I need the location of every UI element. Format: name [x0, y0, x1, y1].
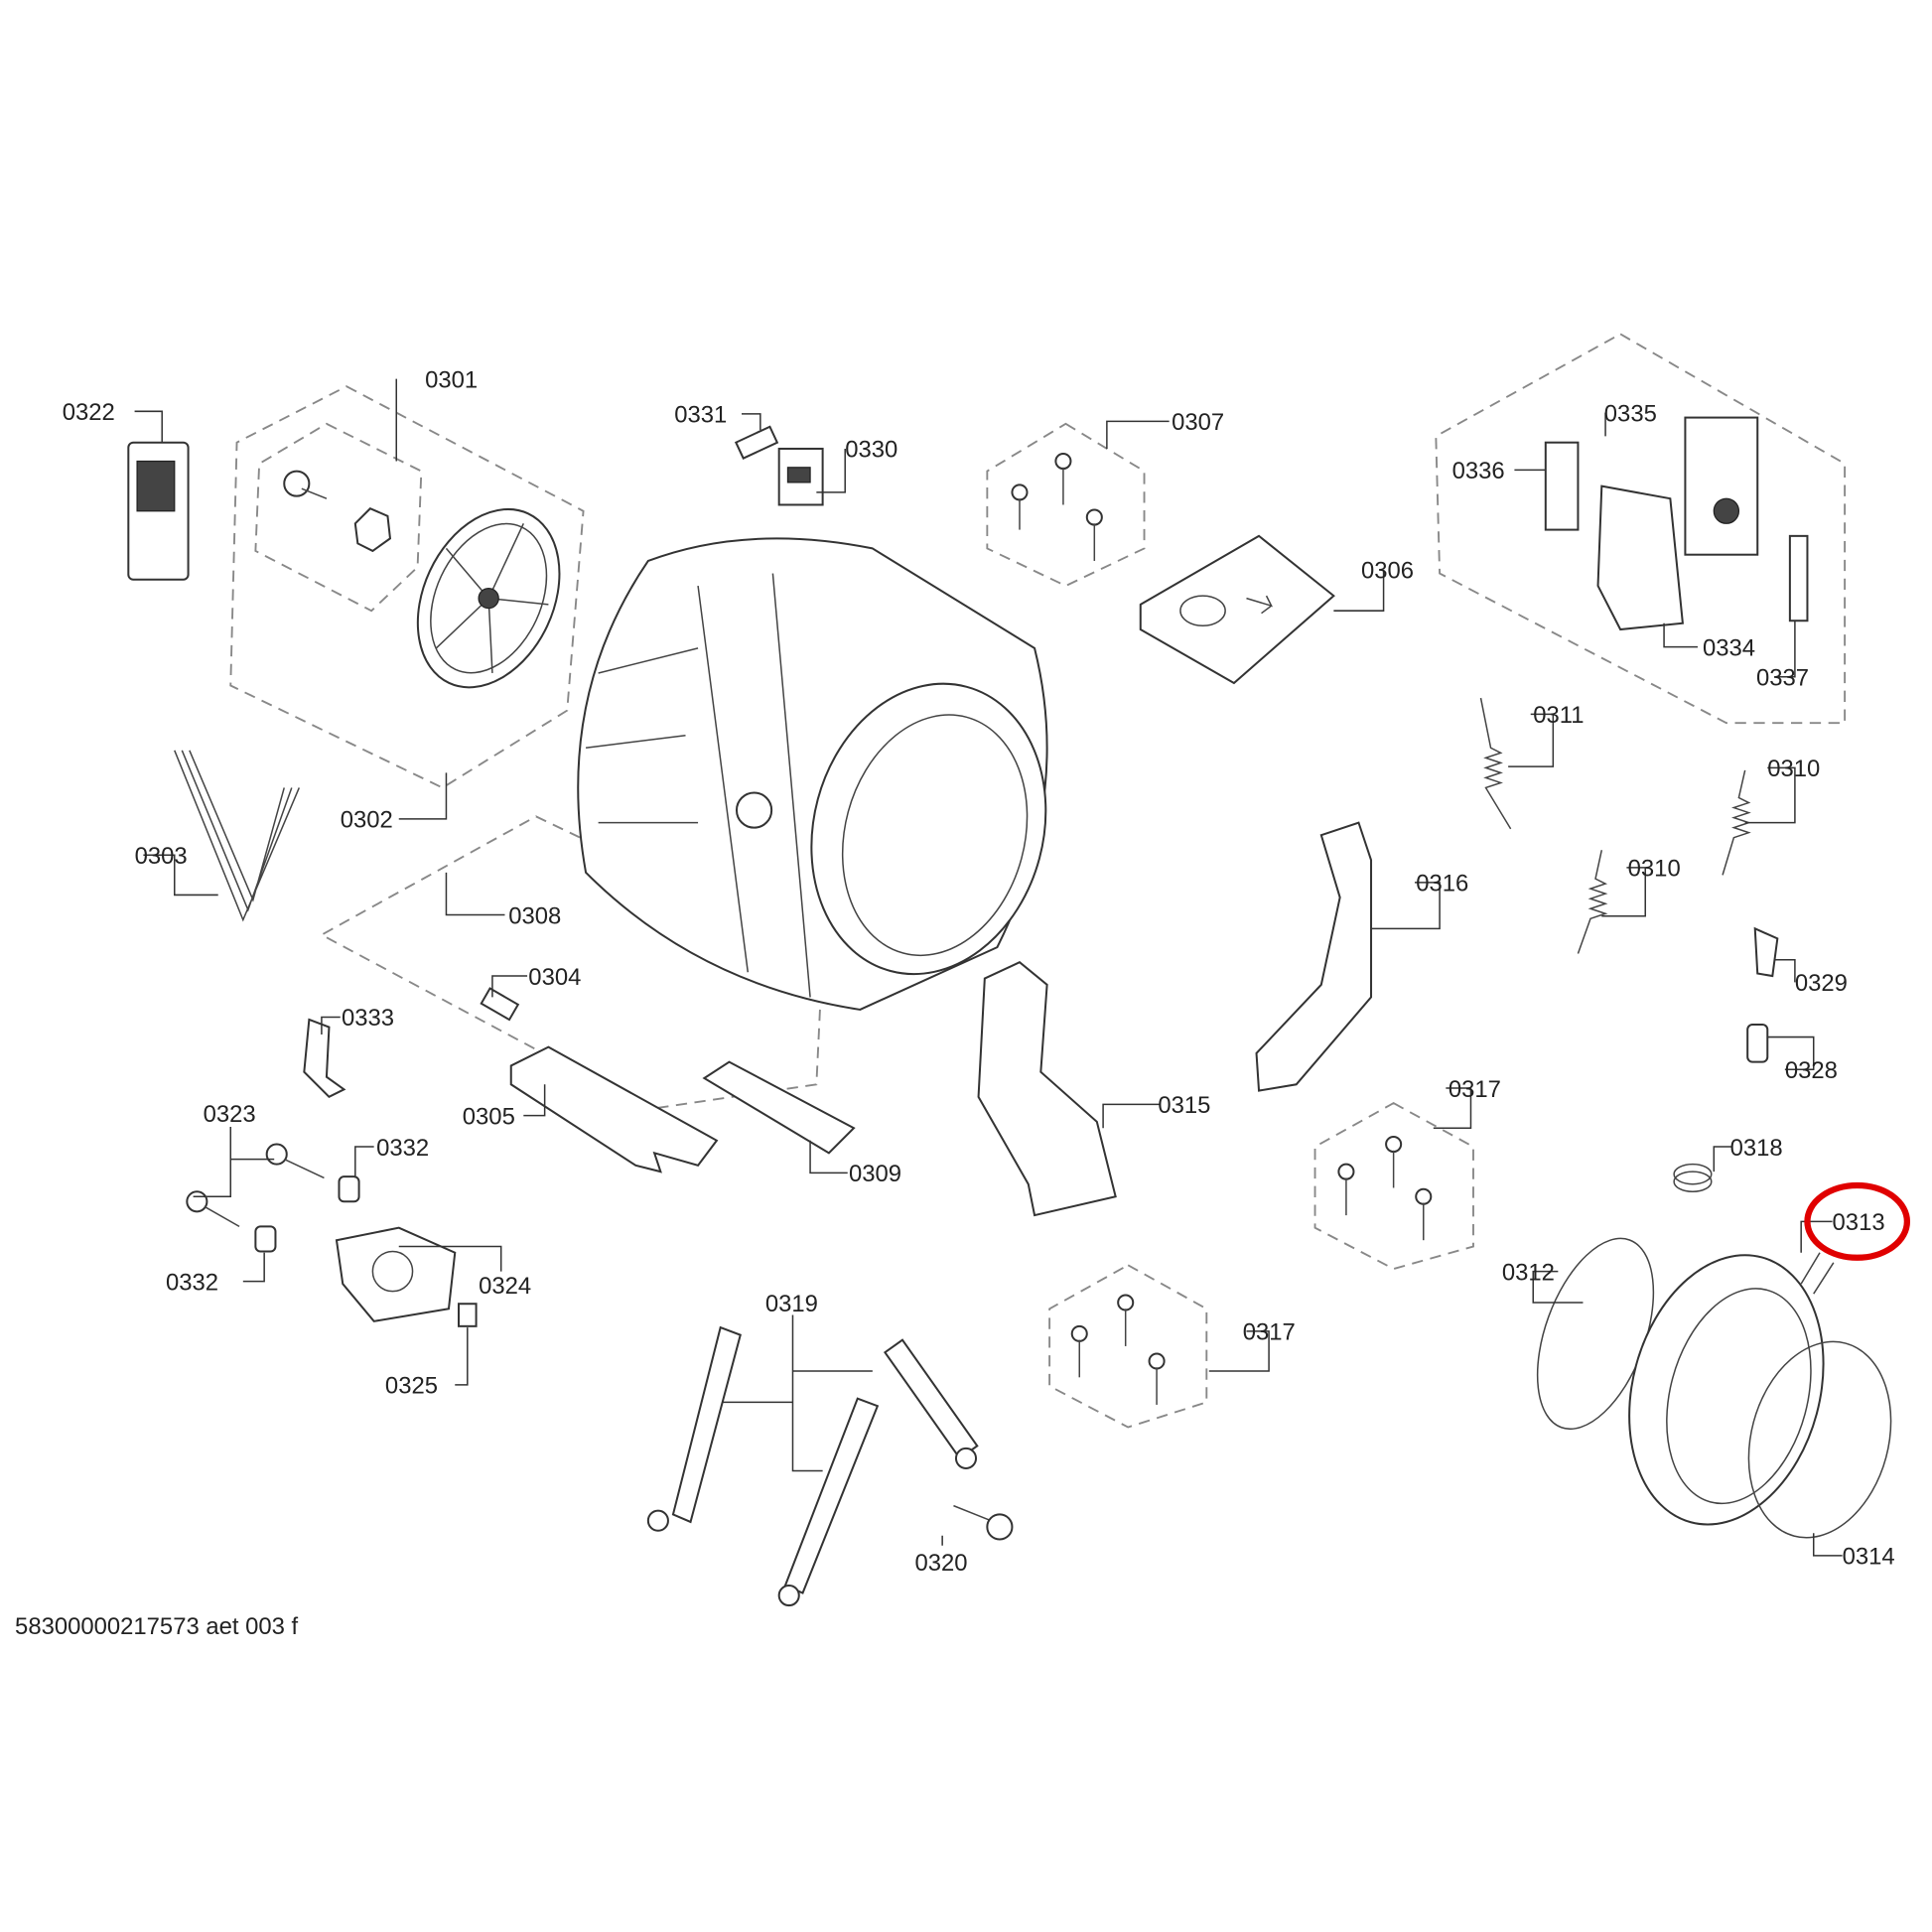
part-0337[interactable]: [1788, 534, 1809, 622]
part-0314-ring[interactable]: [1727, 1325, 1911, 1554]
label-0312[interactable]: 0312: [1502, 1259, 1555, 1286]
highlight-circle: [1804, 1181, 1911, 1261]
part-0310-spring-b[interactable]: [1577, 850, 1608, 954]
part-0309-paddle[interactable]: [702, 1060, 856, 1155]
label-0310[interactable]: 0310: [1628, 856, 1681, 883]
part-0336[interactable]: [1544, 441, 1580, 531]
label-0332[interactable]: 0332: [376, 1135, 429, 1162]
label-0304[interactable]: 0304: [528, 964, 581, 991]
part-0307-screws[interactable]: [1011, 452, 1103, 561]
part-0311-spring[interactable]: [1479, 697, 1512, 830]
part-0303-belt[interactable]: [174, 750, 301, 922]
label-0316[interactable]: 0316: [1416, 871, 1468, 897]
part-0333[interactable]: [303, 1018, 346, 1099]
label-0331[interactable]: 0331: [674, 402, 727, 429]
label-0302[interactable]: 0302: [341, 807, 393, 834]
group-0317-b: [1048, 1264, 1208, 1429]
part-0332-caps[interactable]: [254, 1175, 360, 1253]
label-0305[interactable]: 0305: [463, 1103, 515, 1130]
label-0307[interactable]: 0307: [1172, 409, 1224, 436]
part-0335-module[interactable]: [1684, 416, 1759, 556]
label-0336[interactable]: 0336: [1452, 458, 1505, 484]
label-0329[interactable]: 0329: [1795, 970, 1848, 997]
part-0301-bolt[interactable]: [283, 470, 392, 553]
part-0317-screws-a[interactable]: [1337, 1135, 1433, 1241]
group-0307: [986, 422, 1146, 588]
part-0310-spring-a[interactable]: [1722, 769, 1751, 876]
part-0324-pump[interactable]: [335, 1226, 457, 1322]
label-0303[interactable]: 0303: [135, 843, 188, 870]
part-0318-clamp[interactable]: [1673, 1163, 1713, 1192]
part-0315-bracket[interactable]: [977, 961, 1117, 1217]
part-0322-door-lock[interactable]: [127, 441, 190, 581]
label-0314[interactable]: 0314: [1843, 1544, 1895, 1571]
label-0317[interactable]: 0317: [1449, 1076, 1501, 1103]
group-0301: [229, 385, 585, 789]
label-0332[interactable]: 0332: [166, 1269, 218, 1296]
part-0317-screws-b[interactable]: [1070, 1294, 1166, 1405]
part-0323-pins[interactable]: [186, 1143, 325, 1228]
label-0320[interactable]: 0320: [915, 1550, 968, 1577]
part-0305-heater[interactable]: [509, 1045, 719, 1173]
label-0306[interactable]: 0306: [1361, 558, 1414, 585]
label-0315[interactable]: 0315: [1158, 1092, 1210, 1119]
part-0325[interactable]: [458, 1303, 478, 1327]
label-0328[interactable]: 0328: [1785, 1057, 1838, 1084]
label-0318[interactable]: 0318: [1730, 1135, 1783, 1162]
label-0319[interactable]: 0319: [765, 1291, 818, 1317]
label-0330[interactable]: 0330: [845, 437, 897, 464]
label-0309[interactable]: 0309: [849, 1161, 901, 1187]
label-0322[interactable]: 0322: [63, 399, 115, 426]
label-0335[interactable]: 0335: [1604, 400, 1657, 427]
part-0320-screw[interactable]: [953, 1504, 1014, 1541]
part-0302-pulley[interactable]: [390, 486, 587, 711]
part-0313-door-seal[interactable]: [1600, 1233, 1852, 1547]
part-0329[interactable]: [1753, 926, 1779, 978]
label-0311[interactable]: 0311: [1533, 702, 1584, 729]
group-0301-inner: [254, 422, 423, 613]
label-0333[interactable]: 0333: [342, 1005, 394, 1032]
label-0334[interactable]: 0334: [1703, 634, 1755, 661]
label-0313[interactable]: 0313: [1833, 1209, 1885, 1236]
label-0337[interactable]: 0337: [1756, 665, 1809, 692]
label-0308[interactable]: 0308: [508, 902, 561, 929]
part-0328[interactable]: [1746, 1024, 1769, 1063]
part-tub-drum[interactable]: [577, 537, 1077, 1011]
part-0330[interactable]: [777, 447, 824, 506]
part-0306-cover[interactable]: [1139, 534, 1335, 685]
part-0319-shocks[interactable]: [646, 1325, 979, 1607]
label-0325[interactable]: 0325: [385, 1373, 438, 1400]
diagram-code: 58300000217573 aet 003 f: [15, 1613, 298, 1640]
part-0316-bracket[interactable]: [1255, 821, 1373, 1092]
part-0334[interactable]: [1596, 484, 1685, 631]
label-0317[interactable]: 0317: [1243, 1319, 1296, 1346]
label-0323[interactable]: 0323: [204, 1101, 256, 1128]
part-0304[interactable]: [480, 987, 520, 1022]
group-0335: [1435, 333, 1847, 725]
label-0310[interactable]: 0310: [1767, 756, 1820, 782]
label-0301[interactable]: 0301: [425, 366, 478, 393]
part-0331[interactable]: [734, 425, 779, 460]
label-0324[interactable]: 0324: [479, 1273, 531, 1300]
